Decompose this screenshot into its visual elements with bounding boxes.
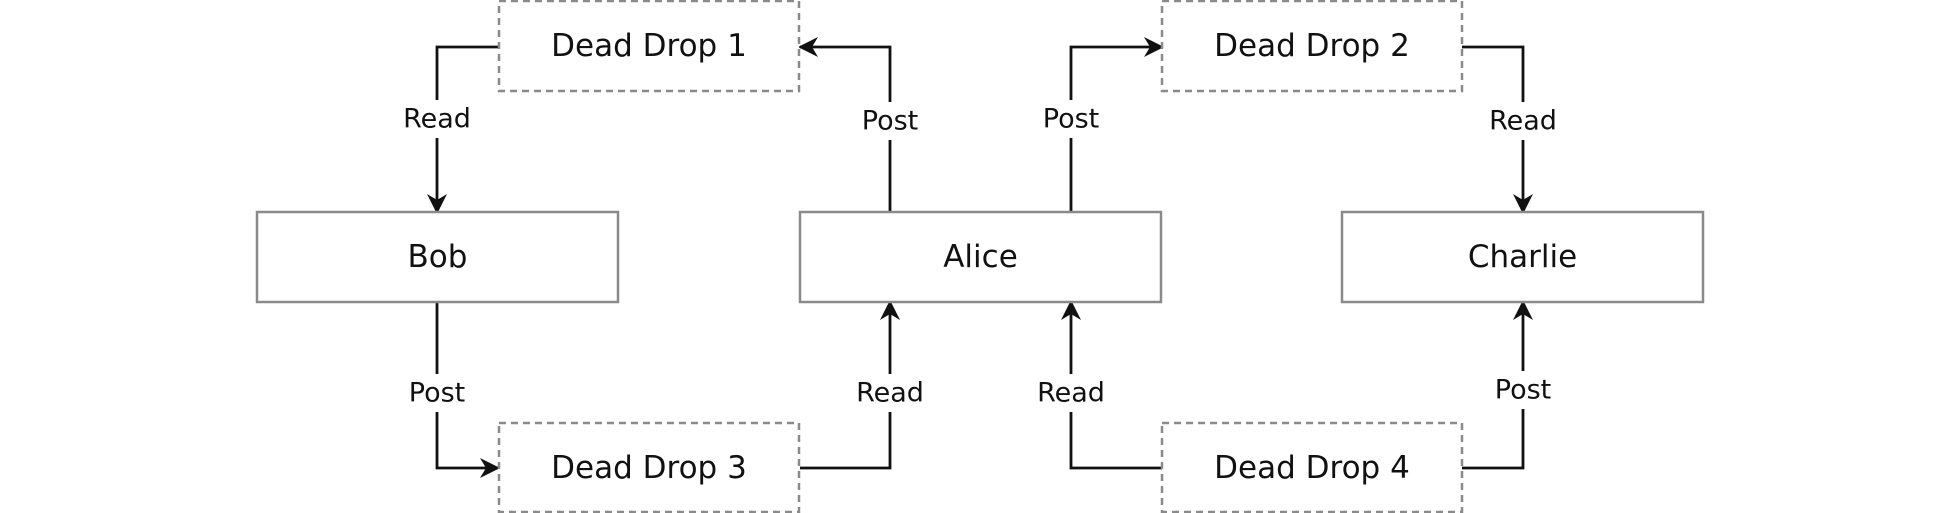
node-charlie: Charlie: [1340, 210, 1705, 304]
edge-label-read: Read: [856, 378, 924, 409]
edge-drop3-to-alice: Read: [800, 300, 926, 470]
edge-label-post: Post: [862, 106, 919, 137]
node-dead-drop-4: Dead Drop 4: [1160, 421, 1464, 513]
edge-label-read: Read: [1489, 106, 1557, 137]
edge-label-read: Read: [403, 104, 471, 135]
edge-alice-to-drop2: Post: [1039, 37, 1164, 212]
node-dead-drop-2: Dead Drop 2: [1160, 0, 1464, 93]
node-label: Dead Drop 3: [551, 450, 747, 486]
node-alice: Alice: [798, 210, 1163, 304]
edge-label-read: Read: [1037, 378, 1105, 409]
edges: Post Read Post Read Post: [401, 37, 1559, 478]
edge-label-post: Post: [1043, 104, 1100, 135]
edge-bob-to-drop3: Post: [405, 302, 500, 478]
nodes: Bob Alice Charlie Dead Drop 1 Dead Drop …: [255, 0, 1705, 513]
node-label: Dead Drop 1: [551, 28, 747, 64]
node-dead-drop-1: Dead Drop 1: [497, 0, 801, 93]
node-label: Bob: [408, 239, 468, 275]
node-label: Charlie: [1468, 239, 1577, 275]
node-label: Alice: [943, 239, 1018, 275]
edge-drop2-to-charlie: Read: [1462, 45, 1559, 214]
edge-charlie-to-drop4: Post: [1462, 300, 1555, 470]
edge-alice-to-drop1: Post: [798, 37, 922, 212]
edge-label-post: Post: [409, 378, 466, 409]
node-label: Dead Drop 4: [1214, 450, 1410, 486]
node-bob: Bob: [255, 210, 620, 304]
edge-drop1-to-bob: Read: [401, 45, 498, 214]
edge-drop4-to-alice: Read: [1035, 300, 1162, 470]
edge-label-post: Post: [1495, 375, 1552, 406]
node-dead-drop-3: Dead Drop 3: [497, 421, 801, 513]
node-label: Dead Drop 2: [1214, 28, 1410, 64]
